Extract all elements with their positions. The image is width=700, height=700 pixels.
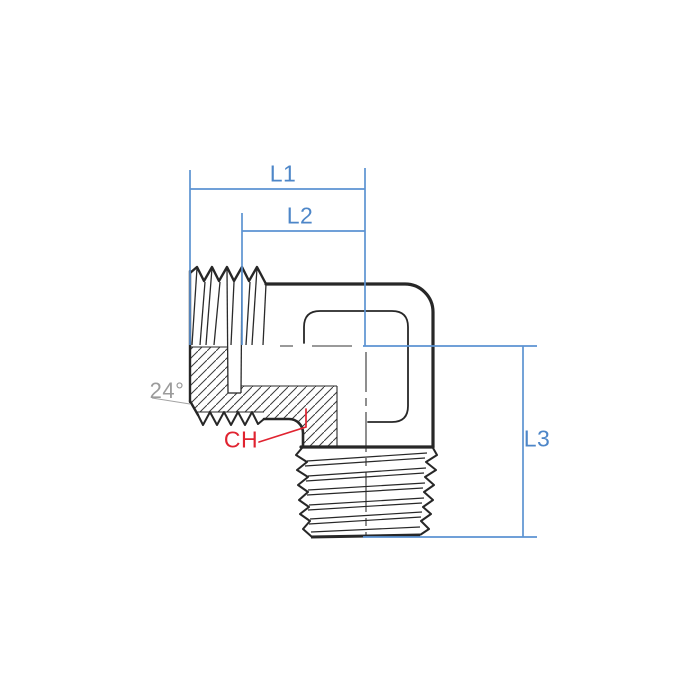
angle-label: 24° bbox=[149, 378, 185, 403]
chamfer-step bbox=[262, 417, 305, 448]
dim-label-l2: L2 bbox=[286, 202, 314, 229]
chamfer-callout-leader bbox=[258, 408, 307, 443]
dim-label-l1: L1 bbox=[269, 160, 297, 187]
lower-thread-left-crests bbox=[295, 447, 313, 538]
upper-thread-section-teeth bbox=[197, 411, 265, 426]
dimension-lines bbox=[189, 168, 537, 538]
section-hatch-region bbox=[190, 346, 338, 447]
dim-label-l3: L3 bbox=[523, 425, 551, 452]
upper-thread-crest bbox=[189, 265, 268, 285]
lower-thread-end-face bbox=[310, 533, 421, 539]
inner-cavity-outline bbox=[303, 310, 409, 423]
lower-thread bbox=[295, 447, 438, 539]
lower-thread-right-crests bbox=[419, 447, 438, 536]
cone-edge bbox=[188, 399, 200, 417]
outer-profile bbox=[264, 282, 435, 449]
angle-callout-leader bbox=[151, 397, 191, 405]
chamfer-label: CH bbox=[223, 426, 259, 453]
lower-thread-helix-lines bbox=[304, 452, 428, 533]
